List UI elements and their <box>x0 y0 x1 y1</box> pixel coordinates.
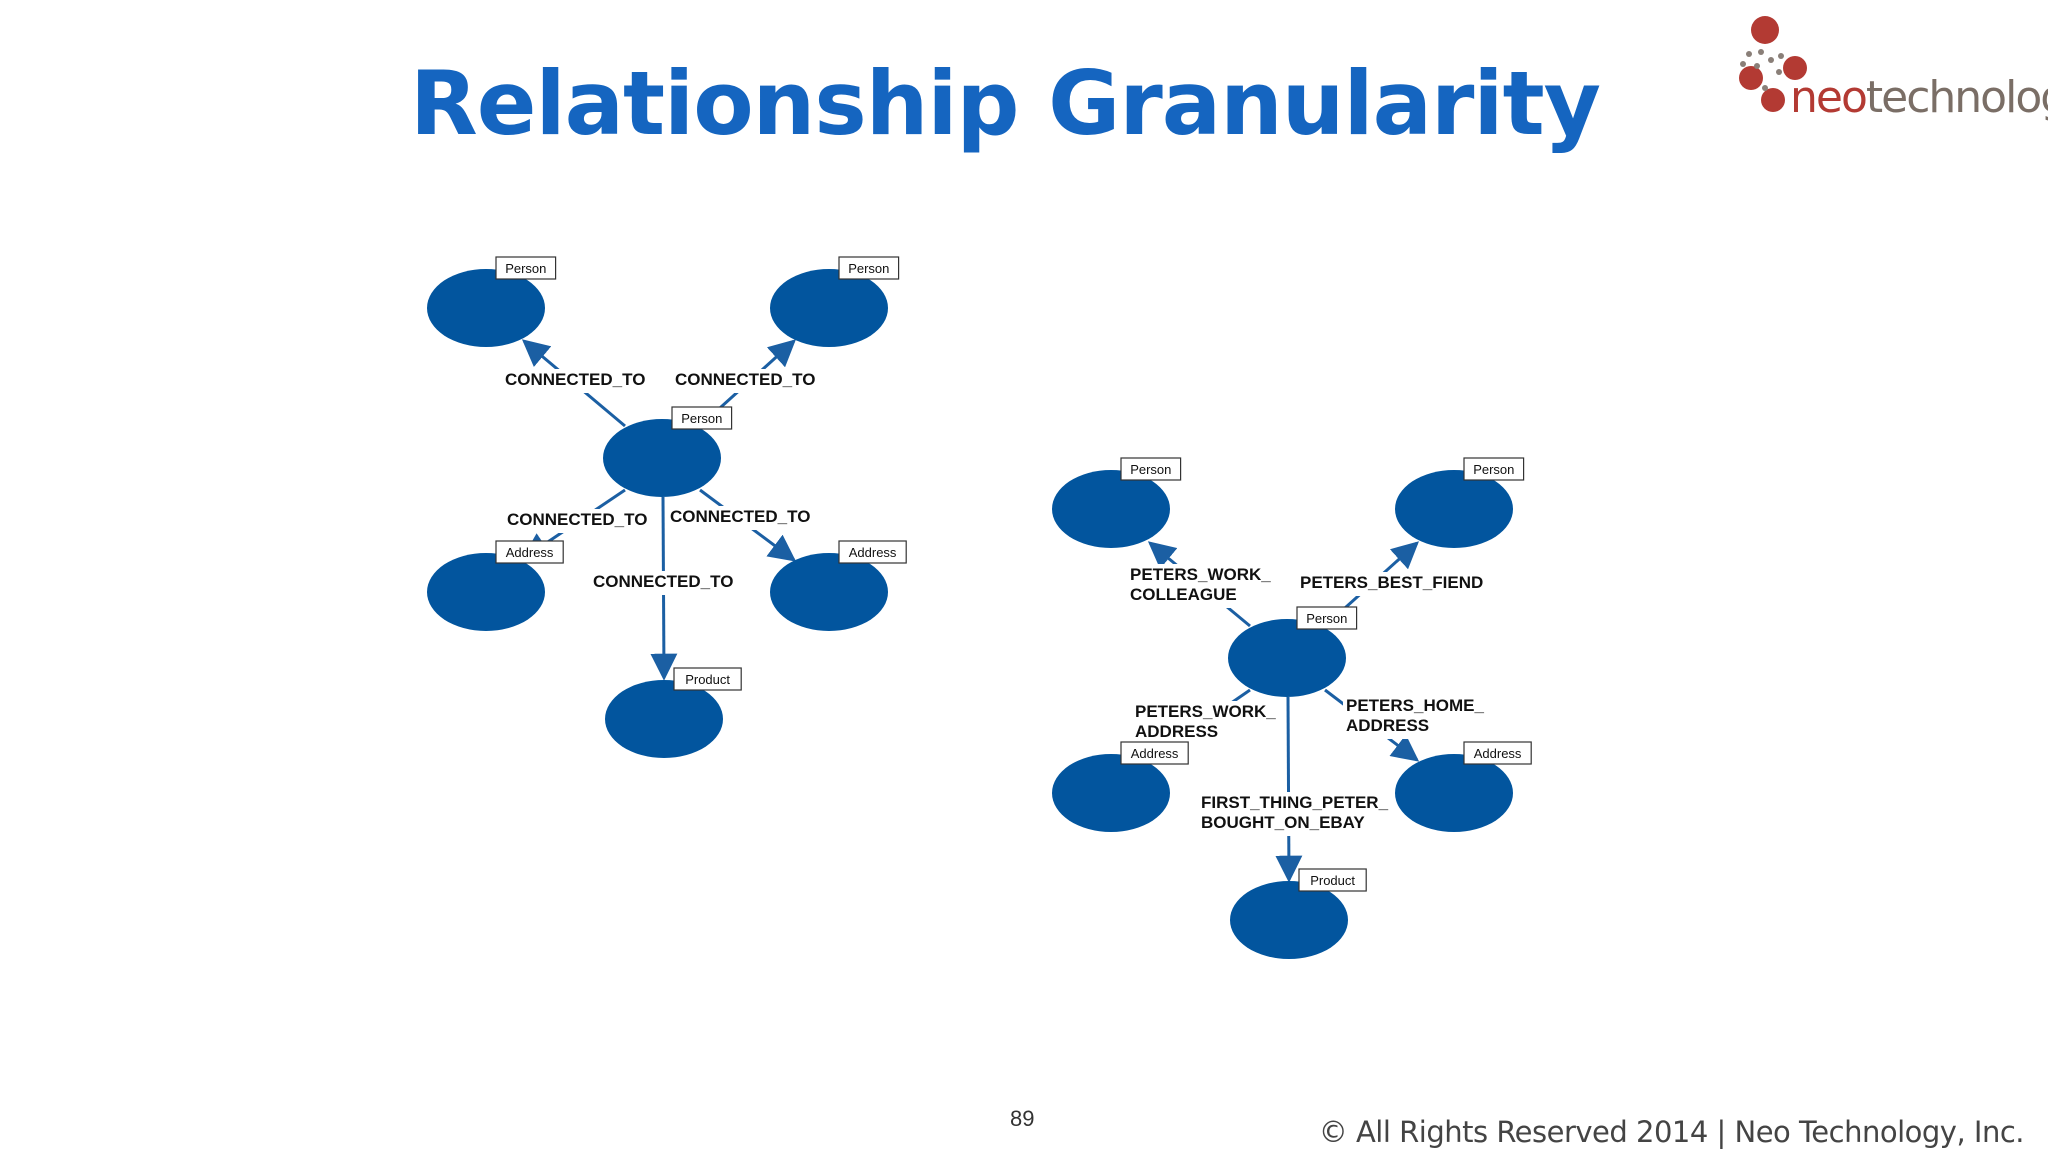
node-label: Person <box>1130 462 1171 477</box>
relationship-label-bg <box>502 369 636 393</box>
relationship-label-bg <box>1297 572 1484 596</box>
node-label: Address <box>1131 746 1179 761</box>
node-label-box <box>1298 868 1367 892</box>
graph-node <box>603 419 721 497</box>
relationship-label: CONNECTED_TO <box>507 510 647 529</box>
node-label-box <box>1463 457 1525 481</box>
relationship-label-bg <box>1127 564 1261 608</box>
node-label: Product <box>685 672 730 687</box>
graph-node <box>1052 754 1170 832</box>
node-label: Person <box>505 261 546 276</box>
graph-node <box>605 680 723 758</box>
node-label: Person <box>848 261 889 276</box>
relationship-label-bg <box>590 571 724 595</box>
relationship-label: CONNECTED_TO <box>505 370 645 389</box>
node-label: Person <box>1306 611 1347 626</box>
relationship-label: ADDRESS <box>1346 716 1429 735</box>
neotechnology-logo <box>1739 16 1807 112</box>
diagram-specific-relationships: PETERS_WORK_COLLEAGUEPETERS_BEST_FIENDPE… <box>1052 457 1532 959</box>
slide-title: Relationship Granularity <box>410 52 1601 155</box>
logo-dot <box>1751 16 1779 44</box>
graph-node <box>427 269 545 347</box>
node-label: Product <box>1310 873 1355 888</box>
graph-node <box>1228 619 1346 697</box>
relationship-label-bg <box>667 506 801 530</box>
graph-node <box>1395 470 1513 548</box>
relationship-label: PETERS_BEST_FIEND <box>1300 573 1483 592</box>
relationship-arrow <box>1275 696 1303 883</box>
graph-node <box>1052 470 1170 548</box>
logo-technology: technology <box>1865 72 2048 123</box>
logo-dot <box>1739 66 1763 90</box>
logo-wordmark: neotechnology <box>1790 72 2048 123</box>
graph-node <box>770 553 888 631</box>
relationship-label: PETERS_HOME_ <box>1346 696 1484 715</box>
relationship-label: PETERS_WORK_ <box>1130 565 1271 584</box>
node-label-box <box>673 667 742 691</box>
relationship-label: COLLEAGUE <box>1130 585 1237 604</box>
relationship-label: BOUGHT_ON_EBAY <box>1201 813 1365 832</box>
node-label-box <box>1120 457 1182 481</box>
node-label-box <box>671 406 733 430</box>
node-label: Address <box>849 545 897 560</box>
copyright-notice: © All Rights Reserved 2014 | Neo Technol… <box>1318 1115 2025 1149</box>
relationship-label-bg <box>1132 701 1266 745</box>
graph-node <box>1230 881 1348 959</box>
node-label-box <box>1463 741 1532 765</box>
node-label: Person <box>681 411 722 426</box>
graph-node <box>770 269 888 347</box>
relationship-label-bg <box>672 369 806 393</box>
graph-node <box>1395 754 1513 832</box>
page-number: 89 <box>1010 1106 1035 1131</box>
relationship-label: CONNECTED_TO <box>593 572 733 591</box>
node-label: Address <box>1474 746 1522 761</box>
relationship-label-bg <box>504 509 638 533</box>
diagram-generic-relationships: CONNECTED_TO CONNECTED_TO CONNECTED_TO CONN… <box>427 256 907 758</box>
node-label-box <box>495 540 564 564</box>
logo-dot <box>1783 56 1807 80</box>
node-label-box <box>1120 741 1189 765</box>
logo-neo: neo <box>1790 72 1868 123</box>
node-label-box <box>1296 606 1358 630</box>
relationship-label: CONNECTED_TO <box>670 507 810 526</box>
relationship-label: PETERS_WORK_ <box>1135 702 1276 721</box>
logo-dot <box>1761 88 1785 112</box>
graph-node <box>427 553 545 631</box>
node-label: Address <box>506 545 554 560</box>
node-label: Person <box>1473 462 1514 477</box>
node-label-box <box>838 256 900 280</box>
node-label-box <box>495 256 557 280</box>
relationship-label: FIRST_THING_PETER_ <box>1201 793 1389 812</box>
relationship-label-bg <box>1198 792 1395 836</box>
relationship-label: ADDRESS <box>1135 722 1218 741</box>
relationship-label-bg <box>1343 695 1477 739</box>
node-label-box <box>838 540 907 564</box>
relationship-label: CONNECTED_TO <box>675 370 815 389</box>
